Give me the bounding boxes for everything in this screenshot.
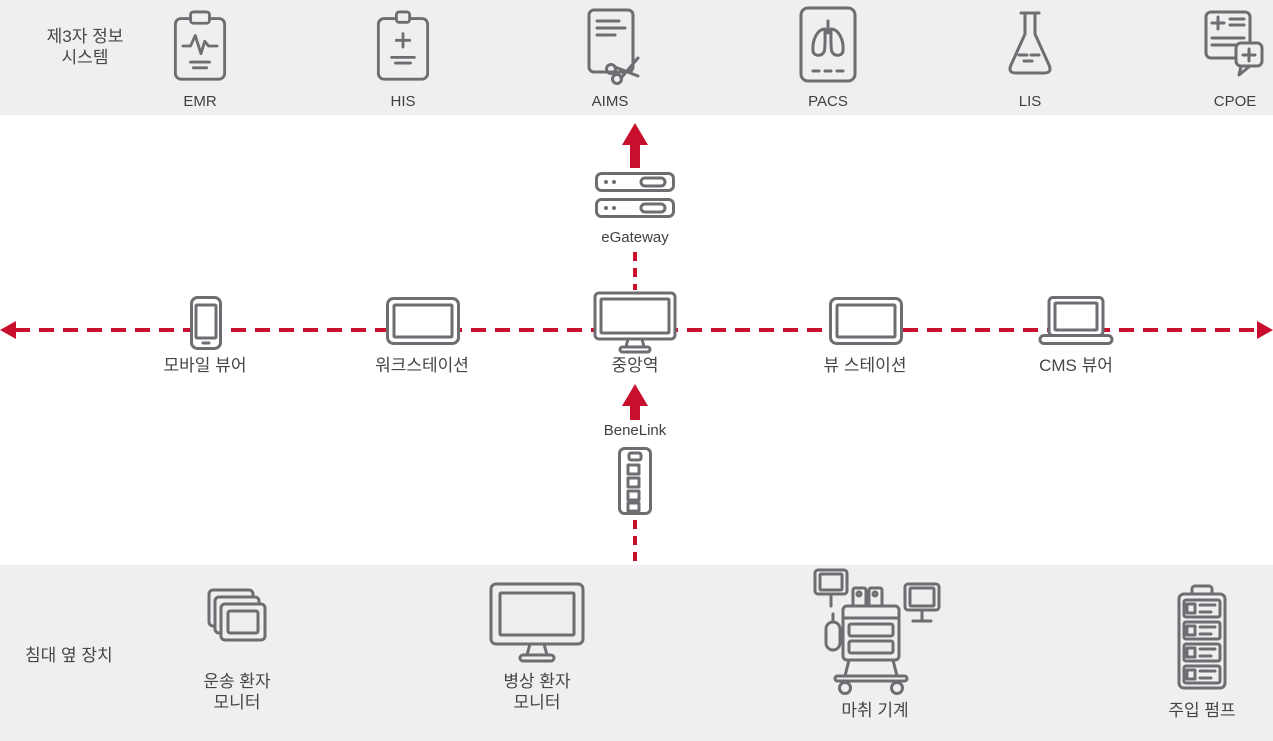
aims-label: AIMS <box>591 93 629 110</box>
mobile-viewer-label: 모바일 뷰어 <box>163 356 247 375</box>
transport-monitor-icon <box>206 588 268 657</box>
uplink-arrowhead-aims <box>622 123 648 145</box>
his-icon <box>373 10 433 87</box>
benelink-downlink-dashes <box>633 520 637 564</box>
egateway-icon <box>595 172 675 223</box>
pacs-label: PACS <box>808 93 848 110</box>
benelink-module-icon <box>618 447 652 520</box>
transport-monitor-label-line2: 모니터 <box>213 693 261 712</box>
egateway-downlink-dashes <box>633 252 637 290</box>
pacs-icon <box>798 6 858 89</box>
emr-icon <box>170 10 230 87</box>
egateway-label: eGateway <box>601 229 669 246</box>
cpoe-icon <box>1203 10 1267 83</box>
bedside-monitor-icon <box>489 582 585 671</box>
workstation-icon <box>386 297 460 350</box>
cms-viewer-icon <box>1038 296 1114 351</box>
third-party-label-line1: 제3자 정보 <box>46 27 124 46</box>
bedside-monitor-label-line1: 병상 환자 <box>503 672 571 691</box>
lis-icon <box>998 10 1062 85</box>
backbone-arrow-left <box>0 321 16 339</box>
anesthesia-machine-label: 마취 기계 <box>841 701 909 720</box>
infusion-pump-icon <box>1175 584 1229 701</box>
transport-monitor-label-line1: 운송 환자 <box>203 672 271 691</box>
third-party-label-line2: 시스템 <box>61 48 109 67</box>
benelink-label: BeneLink <box>603 422 667 439</box>
cms-viewer-label: CMS 뷰어 <box>1039 356 1113 375</box>
bedside-band-label: 침대 옆 장치 <box>25 646 113 665</box>
central-station-label: 중앙역 <box>611 356 659 375</box>
emr-label: EMR <box>183 93 217 110</box>
benelink-arrowstem <box>630 406 640 420</box>
aims-icon <box>580 8 642 91</box>
view-station-icon <box>829 297 903 350</box>
mobile-viewer-icon <box>190 296 222 355</box>
backbone-arrow-right <box>1257 321 1273 339</box>
central-station-icon <box>593 291 677 360</box>
view-station-label: 뷰 스테이션 <box>823 356 907 375</box>
workstation-label: 워크스테이션 <box>375 356 469 375</box>
lis-label: LIS <box>1018 93 1042 110</box>
benelink-arrowhead <box>622 384 648 406</box>
bedside-band <box>0 565 1273 741</box>
cpoe-label: CPOE <box>1213 93 1257 110</box>
infusion-pump-label: 주입 펌프 <box>1168 701 1236 720</box>
anesthesia-machine-icon <box>805 564 945 701</box>
bedside-monitor-label-line2: 모니터 <box>513 693 561 712</box>
his-label: HIS <box>390 93 416 110</box>
uplink-arrowstem-aims <box>630 145 640 168</box>
